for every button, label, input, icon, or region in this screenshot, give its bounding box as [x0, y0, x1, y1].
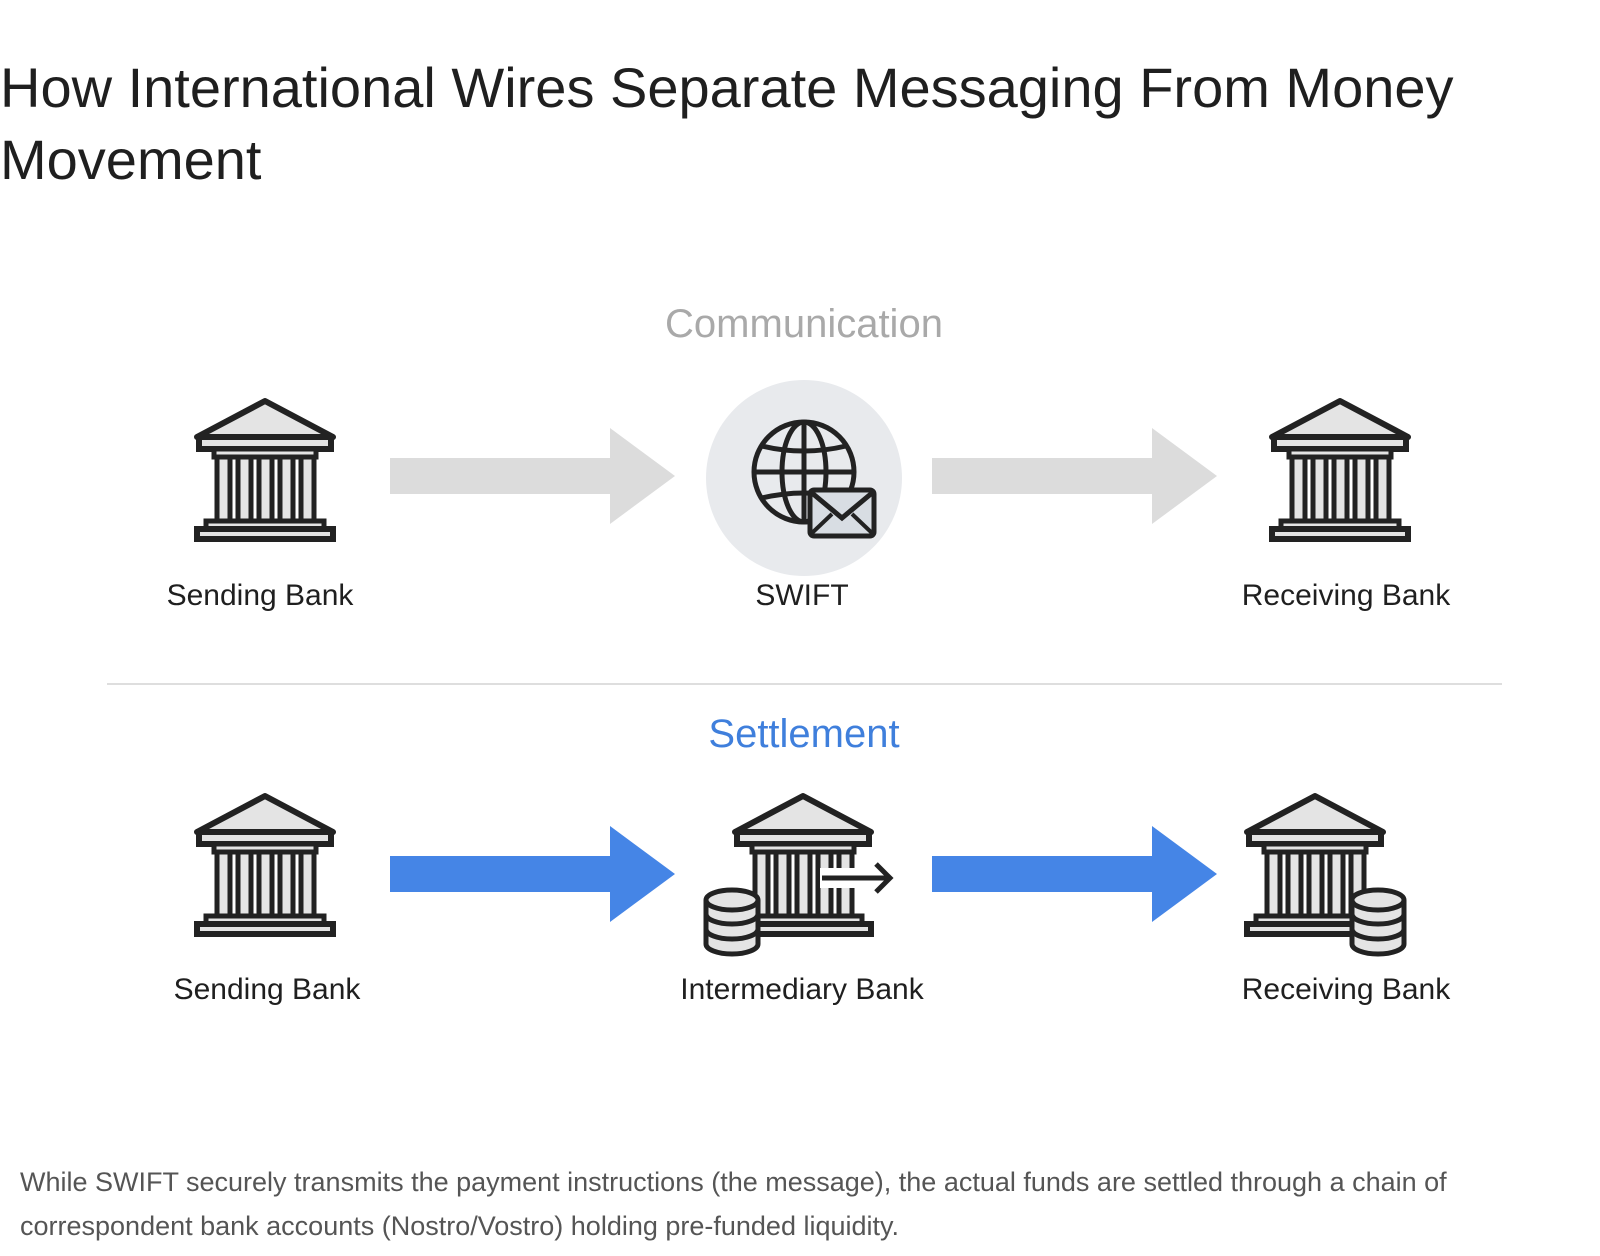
page-title: How International Wires Separate Messagi… [0, 56, 1454, 191]
wire-flow-diagram: Communication Sending Bank [0, 250, 1600, 1080]
communication-arrow-1 [390, 428, 675, 524]
communication-receiving-bank [1190, 395, 1490, 545]
swift-label: SWIFT [755, 579, 849, 612]
settlement-arrow-2 [932, 826, 1217, 922]
intermediary-bank-node [650, 790, 950, 960]
communication-sending-bank [115, 395, 415, 545]
bank-transfer-coins-icon [703, 793, 894, 957]
section-divider [107, 683, 1502, 685]
communication-receiving-bank-label: Receiving Bank [1241, 579, 1451, 612]
swift-node [654, 380, 954, 576]
settlement-receiving-bank-label: Receiving Bank [1241, 973, 1451, 1006]
communication-arrow-2 [932, 428, 1217, 524]
settlement-sending-bank-label: Sending Bank [173, 973, 361, 1006]
bank-icon [194, 398, 336, 542]
settlement-heading: Settlement [708, 712, 900, 756]
bank-icon [1269, 398, 1411, 542]
intermediary-bank-label: Intermediary Bank [680, 973, 924, 1006]
caption: While SWIFT securely transmits the payme… [20, 1167, 1447, 1241]
settlement-arrow-1 [390, 826, 675, 922]
globe-envelope-icon [706, 380, 902, 576]
bank-coins-icon [1244, 793, 1407, 957]
settlement-sending-bank [115, 790, 415, 940]
settlement-receiving-bank [1190, 790, 1490, 960]
bank-icon [194, 793, 336, 937]
communication-heading: Communication [665, 302, 943, 346]
communication-sending-bank-label: Sending Bank [166, 579, 354, 612]
